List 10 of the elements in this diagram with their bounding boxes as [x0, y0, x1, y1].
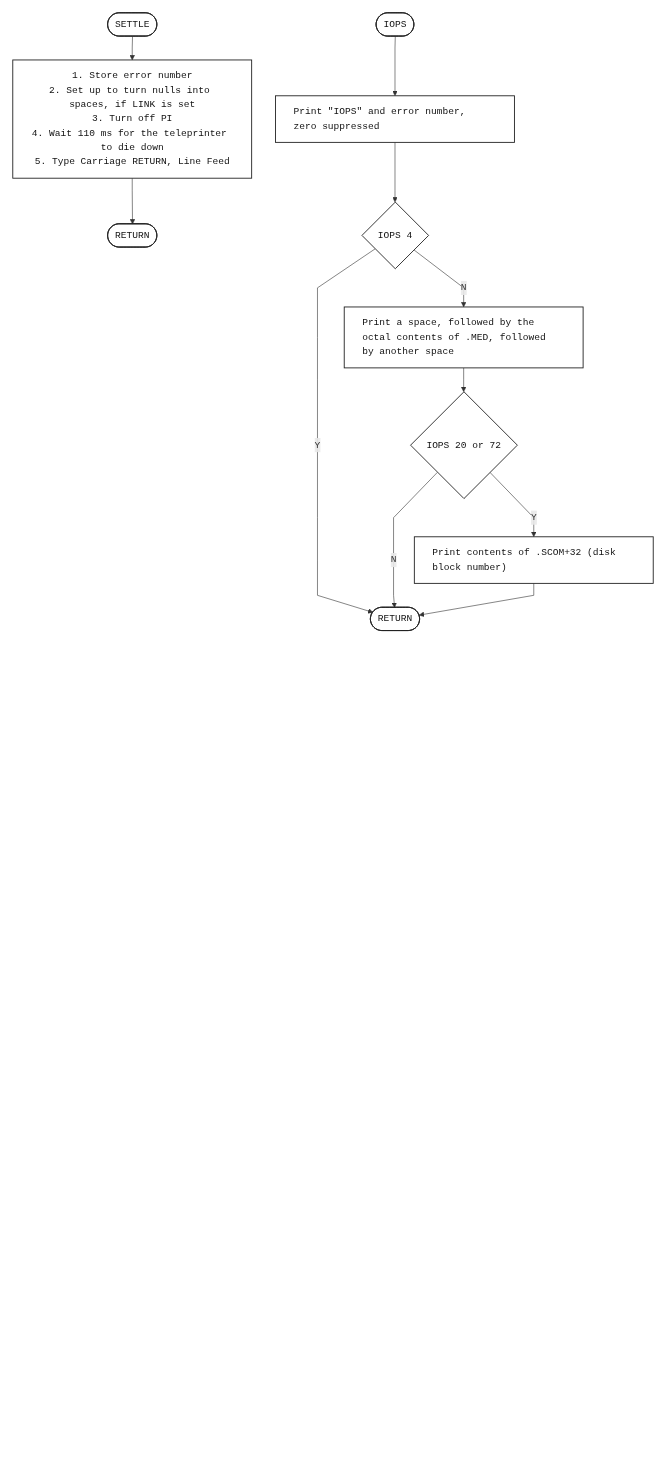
node-box: Print contents of .SCOM+32 (disk block number) [413, 536, 654, 584]
node-box: 1. Store error number 2. Set up to turn nulls into spaces, if LINK is set 3. Turn off PI 4. Wait 110 ms for the teleprinter to die down 5. Type Carriage RETURN, Line Feed [12, 59, 253, 179]
edge-label: Y [530, 512, 537, 524]
node-box: Print "IOPS" and error number, zero suppressed [275, 95, 515, 143]
node-diamond: IOPS 4 [361, 201, 430, 270]
edge-label: Y [314, 439, 321, 451]
node-box: Print a space, followed by the octal contents of .MED, followed by another space [343, 306, 584, 369]
node-diamond: IOPS 20 or 72 [410, 391, 518, 499]
edge-label: N [390, 554, 397, 566]
edge-label: N [460, 282, 467, 294]
